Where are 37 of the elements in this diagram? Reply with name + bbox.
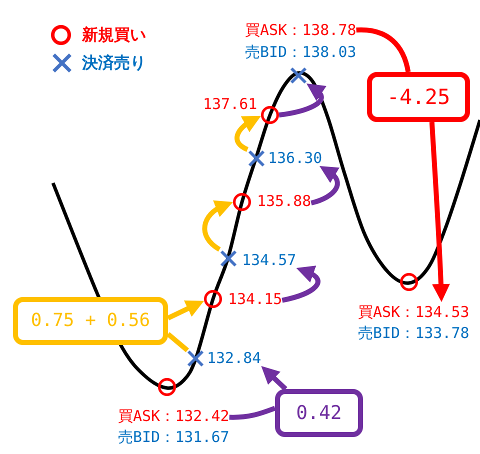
arrow — [429, 122, 450, 302]
bid-price-label: 売BID：133.78 — [358, 323, 470, 344]
price-label: 137.61 — [203, 97, 258, 112]
price-label: 134.57 — [242, 253, 296, 268]
buy-marker — [261, 106, 279, 124]
sell-marker — [220, 250, 236, 266]
connector-line — [166, 332, 190, 352]
callout-box: 0.75 + 0.56 — [13, 297, 168, 345]
callout-box: 0.42 — [275, 389, 363, 437]
sell-marker — [290, 66, 306, 84]
bid-price-label: 売BID：131.67 — [118, 427, 230, 448]
callout-box: -4.25 — [367, 72, 470, 122]
connector-line — [229, 406, 276, 420]
sell-marker — [186, 350, 204, 366]
arrow — [278, 82, 327, 118]
arrow — [166, 300, 204, 320]
ask-price-label: 買ASK：132.42 — [118, 406, 230, 427]
price-label: 132.84 — [207, 351, 262, 366]
price-label: 136.30 — [268, 151, 322, 166]
price-label: 135.88 — [257, 194, 312, 209]
arrow — [234, 115, 261, 152]
ask-price-label: 買ASK：138.78 — [245, 20, 356, 41]
bid-price-label: 売BID：138.03 — [245, 42, 356, 63]
connector-line — [356, 27, 411, 72]
ask-price-label: 買ASK：134.53 — [358, 302, 470, 323]
arrow — [282, 266, 320, 303]
legend-label: 決済売り — [82, 54, 146, 72]
arrow — [202, 201, 233, 252]
buy-marker — [158, 378, 176, 396]
buy-marker — [204, 290, 222, 308]
buy-marker — [400, 273, 418, 291]
legend-label: 新規買い — [82, 26, 146, 44]
sell-marker — [248, 150, 264, 166]
arrow — [310, 165, 340, 206]
price-label: 134.15 — [228, 292, 282, 307]
arrow — [261, 366, 288, 391]
buy-marker — [233, 193, 251, 211]
